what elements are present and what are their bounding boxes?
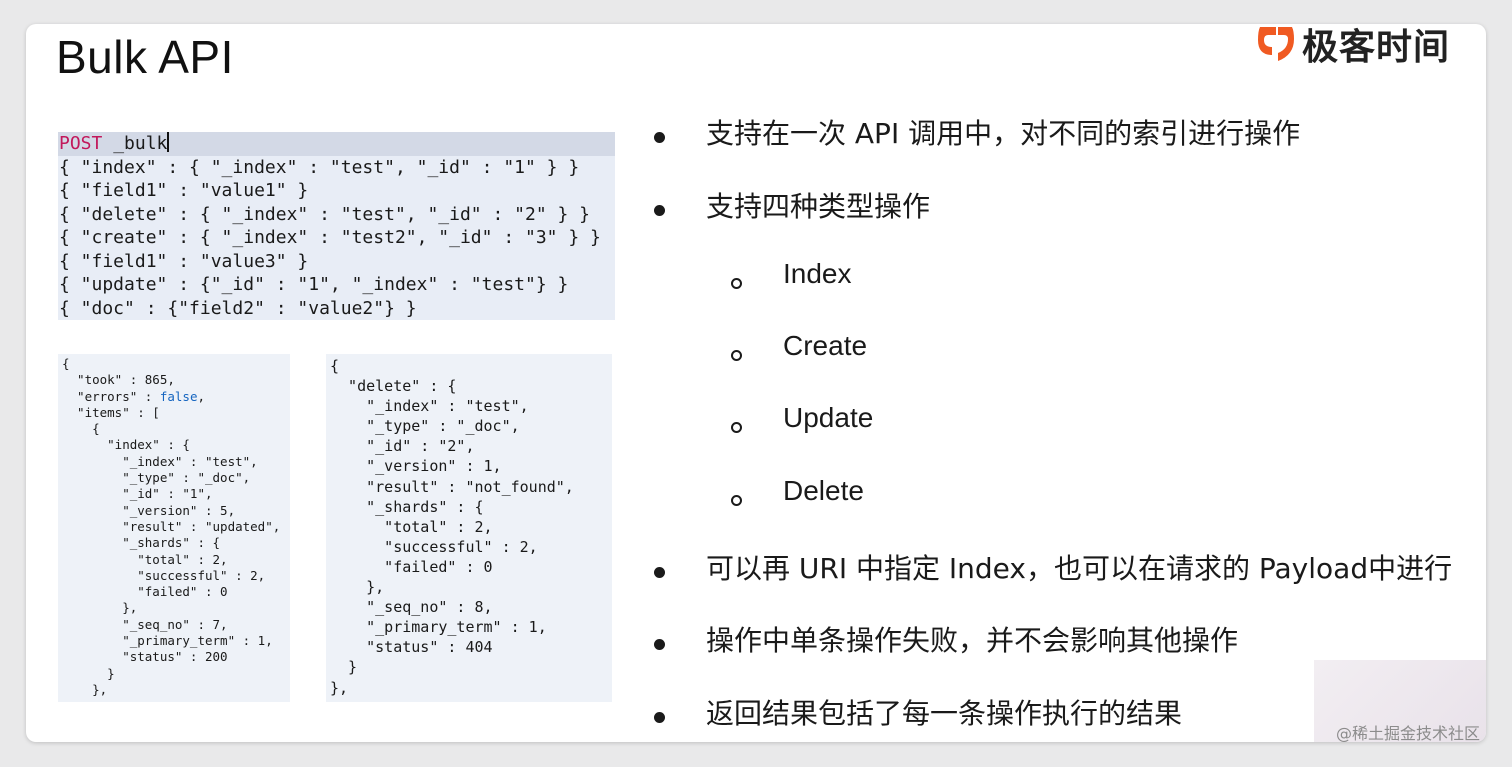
bullet-dot-icon — [654, 567, 665, 578]
code-text: { "create" : { "_index" : "test2", "_id"… — [59, 227, 601, 248]
code-line: "errors" : false, — [62, 388, 206, 404]
code-line: "total" : 2, — [62, 551, 228, 567]
bullet-item: 可以再 URI 中指定 Index，也可以在请求的 Payload中进行 — [706, 552, 1453, 585]
code-line: "failed" : 0 — [330, 557, 493, 576]
code-text: { "delete" : { "_index" : "test", "_id" … — [59, 203, 591, 225]
code-text: { "index" : { "_index" : "test", "_id" :… — [59, 156, 580, 178]
bulk-request-code: POST _bulk{ "index" : { "_index" : "test… — [58, 132, 615, 320]
code-line: }, — [330, 578, 385, 597]
code-line: "_type" : "_doc", — [330, 417, 520, 436]
bullet-item: 支持在一次 API 调用中，对不同的索引进行操作 — [706, 117, 1301, 150]
code-line: "successful" : 2, — [330, 537, 538, 556]
code-line: POST _bulk — [58, 132, 615, 156]
bullet-dot-icon — [654, 639, 665, 650]
code-text: { "update" : {"_id" : "1", "_index" : "t… — [59, 274, 569, 295]
sub-bullet-item: Update — [783, 402, 874, 433]
sub-bullet-item: Delete — [783, 475, 864, 506]
code-text: { "doc" : {"field2" : "value2"} } — [59, 297, 417, 319]
code-line: "delete" : { — [330, 377, 457, 396]
code-line: { — [330, 357, 340, 375]
code-line: { "field1" : "value3" } — [58, 250, 615, 274]
code-line: "_type" : "_doc", — [62, 470, 251, 486]
code-line: "result" : "not_found", — [330, 477, 574, 496]
code-line: "status" : 200 — [62, 649, 228, 665]
text-caret — [167, 132, 170, 152]
code-text: { "field1" : "value1" } — [59, 180, 309, 201]
slide-title: Bulk API — [56, 31, 234, 83]
bullet-dot-icon — [654, 712, 665, 723]
sub-bullet-item: Index — [783, 258, 852, 289]
code-line: } — [62, 665, 115, 681]
code-line: }, — [62, 681, 108, 697]
code-line: "_primary_term" : 1, — [62, 633, 273, 649]
code-line: } — [330, 658, 358, 677]
code-line: "_shards" : { — [330, 497, 484, 516]
bullet-circle-icon — [731, 495, 742, 506]
http-method: POST — [59, 133, 103, 154]
bullet-item: 返回结果包括了每一条操作执行的结果 — [706, 697, 1183, 730]
code-line: "_shards" : { — [62, 535, 221, 551]
slide: Bulk API 极客时间 POST _bulk{ "index" : { "_… — [26, 24, 1486, 742]
geektime-logo-icon — [1257, 27, 1294, 61]
code-line: { — [62, 421, 100, 437]
code-line: "_index" : "test", — [62, 453, 258, 469]
code-line: "_seq_no" : 7, — [62, 616, 228, 632]
code-line: "index" : { — [62, 437, 190, 453]
bullet-item: 操作中单条操作失败，并不会影响其他操作 — [706, 624, 1239, 657]
bulk-response-code-right: { "delete" : { "_index" : "test", "_type… — [326, 354, 612, 702]
code-line: { "index" : { "_index" : "test", "_id" :… — [58, 156, 615, 180]
bullet-circle-icon — [731, 422, 742, 433]
bullet-circle-icon — [731, 278, 742, 289]
code-line: { "doc" : {"field2" : "value2"} } — [58, 297, 615, 321]
code-line: "_id" : "1", — [62, 486, 213, 502]
code-line: "result" : "updated", — [62, 518, 281, 534]
code-line: "status" : 404 — [330, 638, 493, 657]
bullet-circle-icon — [731, 350, 742, 361]
geektime-logo-text: 极客时间 — [1301, 27, 1450, 68]
code-line: "_version" : 5, — [62, 502, 236, 518]
code-line: "total" : 2, — [330, 517, 493, 536]
bulk-response-code-left: { "took" : 865, "errors" : false, "items… — [58, 354, 290, 702]
code-line: "_version" : 1, — [330, 457, 502, 476]
code-line: { "field1" : "value1" } — [58, 179, 615, 203]
code-line: "items" : [ — [62, 404, 160, 420]
code-line: "took" : 865, — [62, 372, 175, 388]
bullet-dot-icon — [654, 205, 665, 216]
code-line: "failed" : 0 — [62, 584, 228, 600]
code-line: { "create" : { "_index" : "test2", "_id"… — [58, 226, 615, 250]
watermark-area: @稀土掘金技术社区 — [1314, 660, 1486, 742]
code-line: { — [62, 356, 70, 371]
bullet-dot-icon — [654, 132, 665, 143]
geektime-logo: 极客时间 — [1256, 24, 1450, 68]
code-text: _bulk — [102, 133, 168, 154]
code-line: { "update" : {"_id" : "1", "_index" : "t… — [58, 273, 615, 297]
code-line: { "delete" : { "_index" : "test", "_id" … — [58, 203, 615, 227]
sub-bullet-item: Create — [783, 330, 868, 361]
code-line: }, — [330, 678, 349, 697]
code-line: "_seq_no" : 8, — [330, 598, 493, 617]
code-line: "_primary_term" : 1, — [330, 618, 547, 637]
code-line: "successful" : 2, — [62, 567, 266, 583]
code-line: }, — [62, 600, 138, 616]
bullet-item: 支持四种类型操作 — [706, 190, 931, 223]
code-line: "_id" : "2", — [330, 437, 475, 456]
code-text: { "field1" : "value3" } — [59, 250, 309, 272]
code-line: "_index" : "test", — [330, 397, 529, 416]
watermark-text: @稀土掘金技术社区 — [1335, 724, 1480, 742]
